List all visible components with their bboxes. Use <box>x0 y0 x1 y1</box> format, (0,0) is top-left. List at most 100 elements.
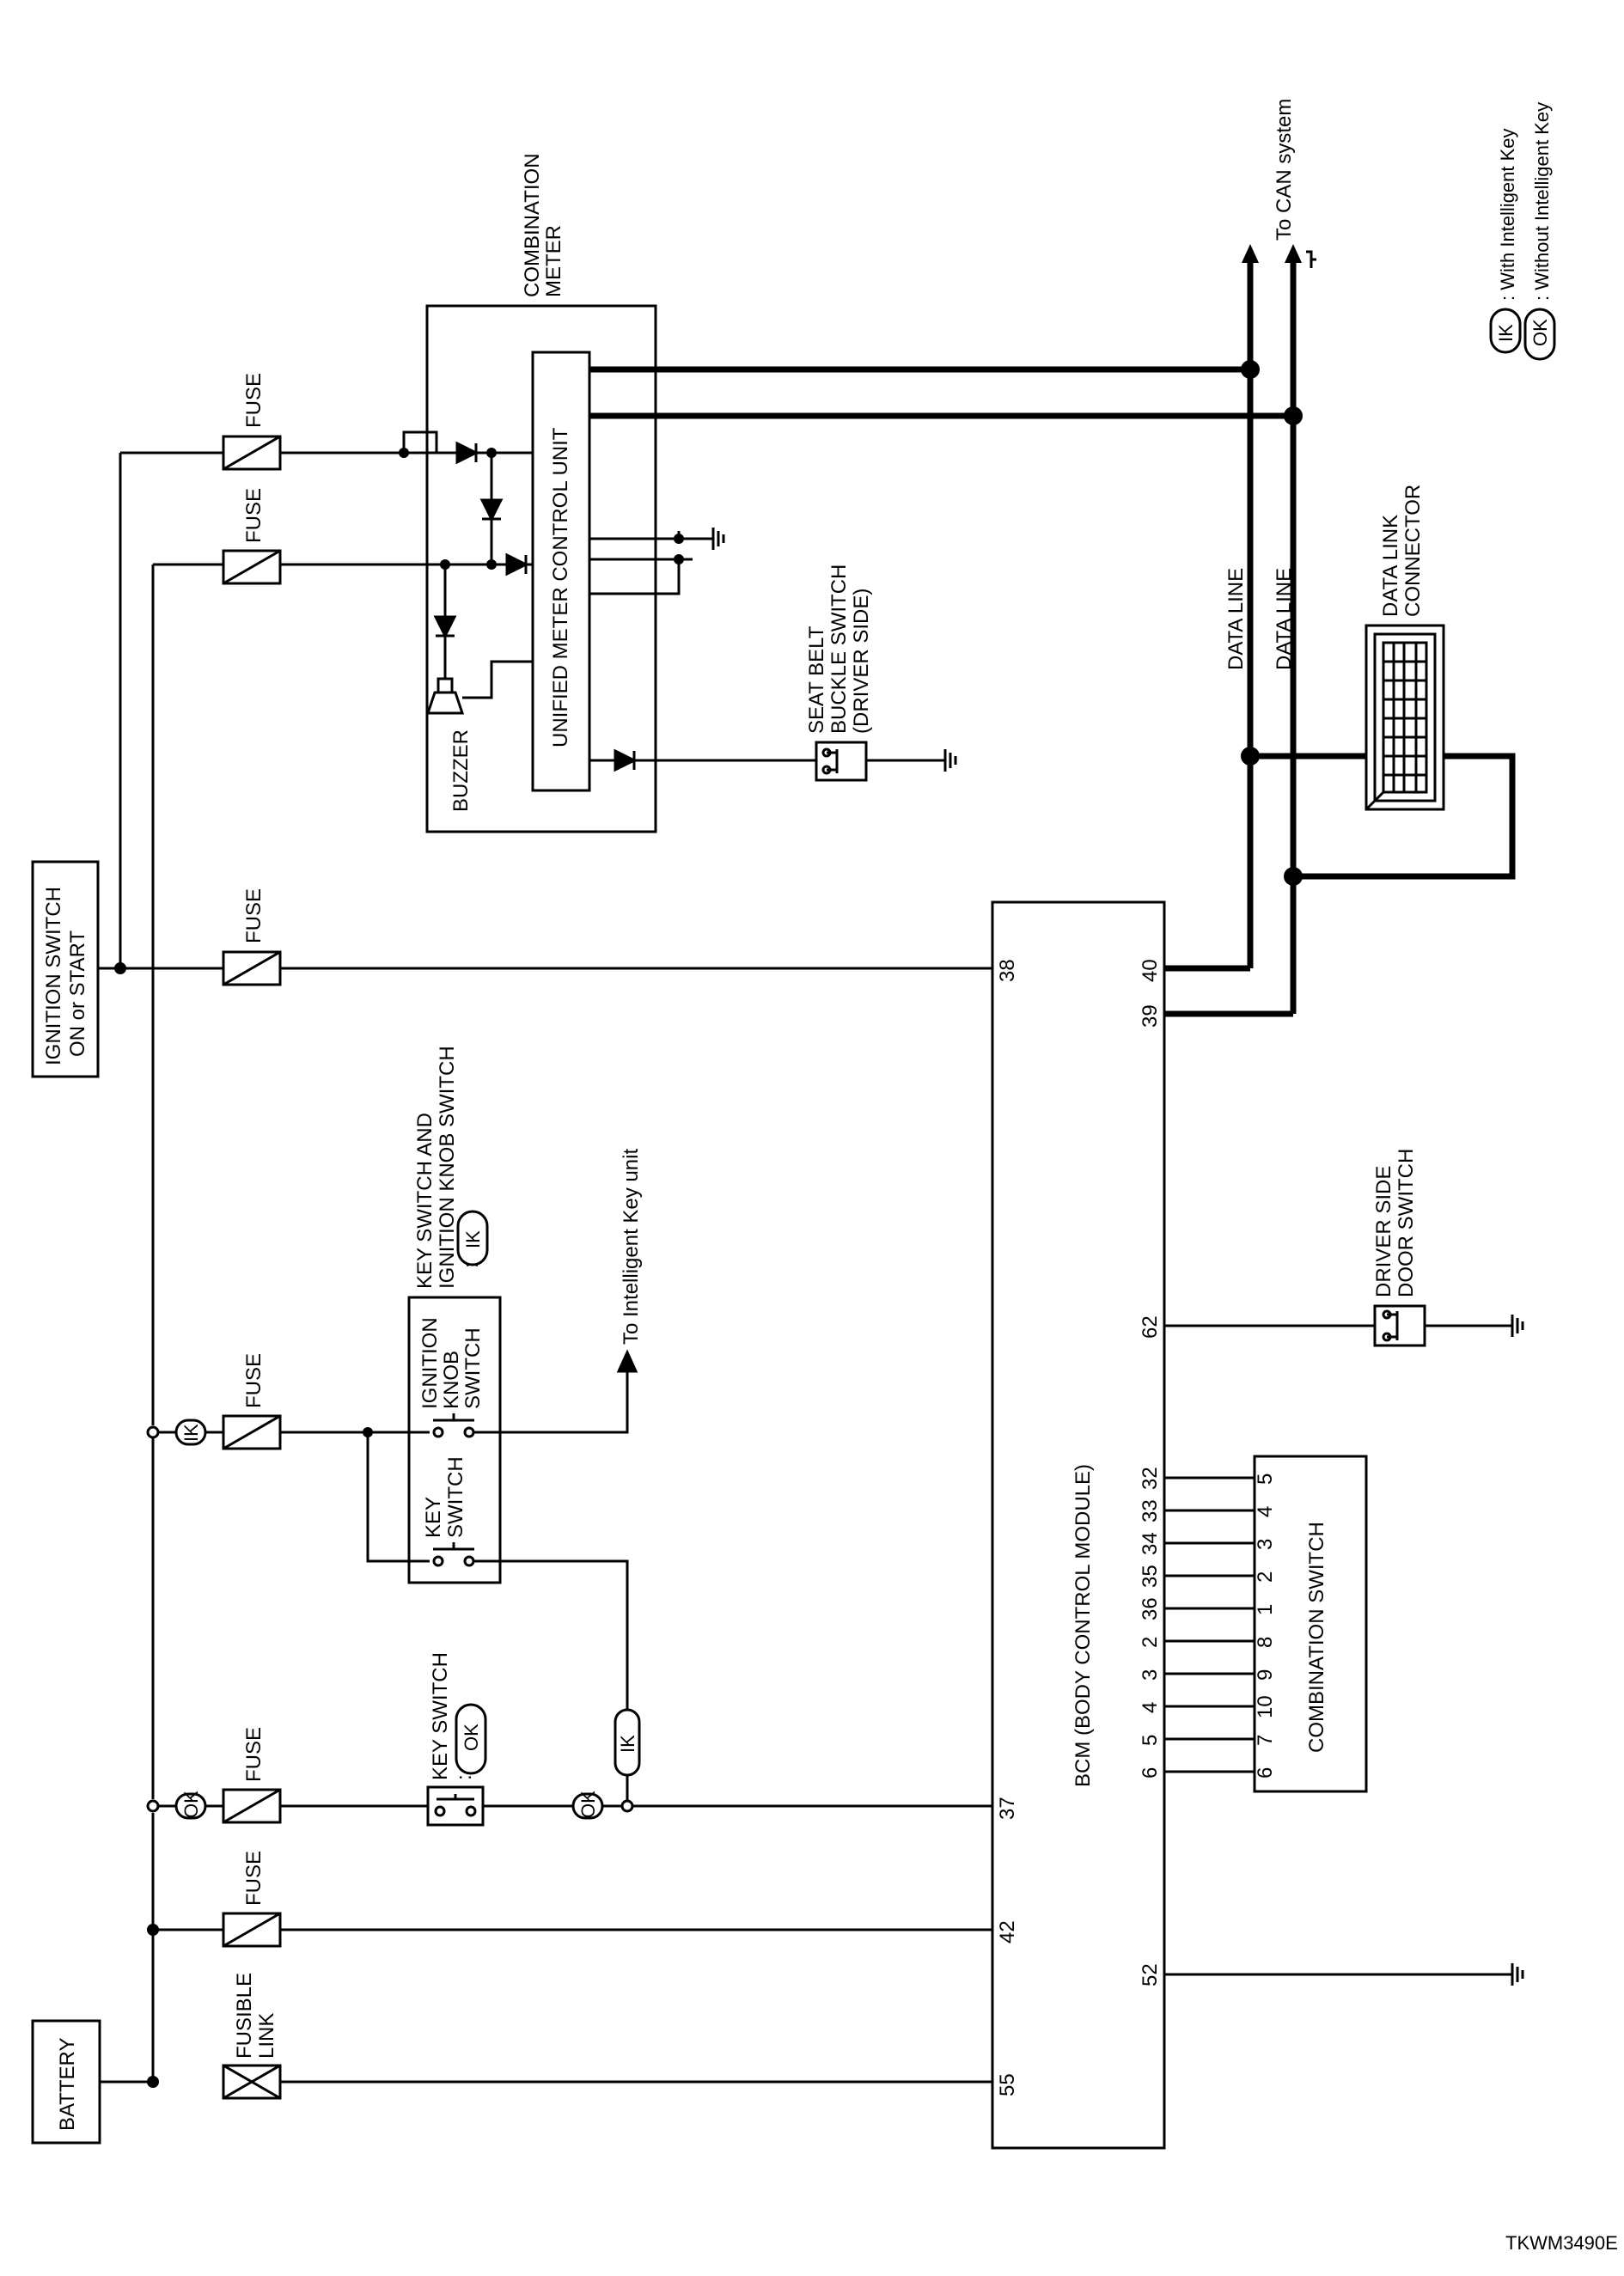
ignition-switch-box: IGNITION SWITCH ON or START <box>31 860 100 1078</box>
ground-icon-door <box>1511 1315 1524 1337</box>
bcm-pin-3: 3 <box>1139 1669 1162 1681</box>
legend-ik-text: : With Intelligent Key <box>1497 128 1518 301</box>
term-40: 40 <box>1139 959 1162 982</box>
to-intelligent-key-unit: To Intelligent Key unit <box>620 1149 643 1345</box>
data-link-label-1: DATA LINK <box>1379 515 1402 617</box>
seat-belt-label-1: SEAT BELT <box>805 625 828 734</box>
ik-badge-3: IK <box>617 1735 638 1753</box>
fuse-meter-1-label: FUSE <box>242 373 266 428</box>
battery-label: BATTERY <box>56 2038 79 2131</box>
sw-pin-7: 7 <box>1254 1735 1277 1746</box>
battery-box: BATTERY <box>31 2019 101 2145</box>
term-42: 42 <box>996 1920 1019 1943</box>
key-switch-ok-colon: : <box>453 1774 476 1780</box>
data-link-label-2: CONNECTOR <box>1401 485 1425 617</box>
term-52: 52 <box>1139 1963 1162 1986</box>
combination-switch-label: COMBINATION SWITCH <box>1305 1522 1328 1753</box>
term-55: 55 <box>996 2073 1019 2096</box>
term-37: 37 <box>996 1797 1019 1820</box>
sw-pin-8: 8 <box>1254 1637 1277 1648</box>
combination-meter-title-2: METER <box>542 225 565 297</box>
buzzer-icon <box>425 677 465 715</box>
fuse-ik-label: FUSE <box>242 1353 266 1408</box>
knob-switch-label-2: KNOB <box>440 1351 463 1409</box>
driver-door-switch: DRIVER SIDE DOOR SWITCH <box>1372 1149 1426 1347</box>
fuse-42-label: FUSE <box>242 1851 266 1906</box>
fusible-link: FUSIBLE LINK <box>222 1973 282 2100</box>
to-can-system: To CAN system <box>1273 99 1296 241</box>
ik-fuse-branch: IK FUSE <box>174 1353 282 1450</box>
ignition-switch-label-2: ON or START <box>66 931 89 1057</box>
ok-fuse-branch: OK FUSE <box>174 1727 282 1824</box>
buzzer-label: BUZZER <box>449 729 473 812</box>
ground-icon-bcm <box>1511 1963 1524 1986</box>
door-switch-label-1: DRIVER SIDE <box>1372 1166 1395 1297</box>
bcm-pin-34: 34 <box>1139 1532 1162 1555</box>
key-and-knob-switch: IGNITION KNOB SWITCH KEY SWITCH KEY SWIT… <box>407 1046 502 1584</box>
data-link-connector: DATA LINK CONNECTOR <box>1365 485 1445 811</box>
bcm-pin-32: 32 <box>1139 1467 1162 1490</box>
bcm-label: BCM (BODY CONTROL MODULE) <box>1071 1464 1095 1787</box>
data-line-label-1: DATA LINE <box>1224 568 1248 670</box>
bcm-pin-36: 36 <box>1139 1597 1162 1620</box>
key-switch-inner-1: KEY <box>422 1497 445 1538</box>
sw-pin-10: 10 <box>1254 1695 1277 1718</box>
sw-pin-5: 5 <box>1254 1474 1277 1485</box>
fuse-meter-2-label: FUSE <box>242 488 266 543</box>
fuse-meter-1: FUSE <box>222 373 282 471</box>
ok-badge-2: OK <box>461 1724 482 1751</box>
bcm-pin-33: 33 <box>1139 1499 1162 1522</box>
ignition-switch-label-1: IGNITION SWITCH <box>42 887 65 1065</box>
unified-meter-label: UNIFIED METER CONTROL UNIT <box>549 427 572 747</box>
fusible-link-label-1: FUSIBLE <box>233 1973 256 2059</box>
legend: IK : With Intelligent Key OK : Without I… <box>1489 102 1556 361</box>
key-knob-title-1: KEY SWITCH AND <box>413 1113 437 1289</box>
bcm-pin-2: 2 <box>1139 1637 1162 1648</box>
fuse-38-label: FUSE <box>242 888 266 943</box>
legend-ik-code: IK <box>1495 324 1517 342</box>
ok-badge-3: OK <box>577 1791 599 1818</box>
knob-switch-label-1: IGNITION <box>418 1317 442 1409</box>
key-knob-title-2: IGNITION KNOB SWITCH <box>436 1046 459 1289</box>
ok-badge-1: OK <box>180 1791 202 1818</box>
ik-badge-1: IK <box>180 1424 202 1442</box>
fuse-42: FUSE <box>222 1851 282 1948</box>
bcm-pin-6: 6 <box>1139 1767 1162 1779</box>
seat-belt-switch: SEAT BELT BUCKLE SWITCH (DRIVER SIDE) <box>805 564 873 782</box>
term-38: 38 <box>996 959 1019 982</box>
ik-badge-2: IK <box>462 1230 484 1248</box>
sw-pin-3: 3 <box>1254 1539 1277 1550</box>
seat-belt-label-2: BUCKLE SWITCH <box>827 564 851 734</box>
ground-icon-seatbelt <box>943 749 957 772</box>
seat-belt-label-3: (DRIVER SIDE) <box>850 589 873 734</box>
data-line-label-2: DATA LINE <box>1273 568 1296 670</box>
fuse-meter-2: FUSE <box>222 488 282 585</box>
legend-ok-text: : Without Intelligent Key <box>1531 102 1553 301</box>
legend-ok-code: OK <box>1529 319 1551 346</box>
bcm-pin-5: 5 <box>1139 1735 1162 1746</box>
term-39: 39 <box>1139 1004 1162 1028</box>
ground-icon-meter <box>711 528 725 550</box>
sw-pin-9: 9 <box>1254 1669 1277 1681</box>
term-62: 62 <box>1139 1315 1162 1339</box>
fuse-ok-label: FUSE <box>242 1727 266 1782</box>
key-switch-ok: KEY SWITCH : OK <box>426 1652 487 1827</box>
key-switch-inner-2: SWITCH <box>444 1456 467 1538</box>
key-switch-ok-label: KEY SWITCH <box>429 1652 452 1780</box>
bcm-box: BCM (BODY CONTROL MODULE) <box>991 900 1166 2150</box>
bcm-pin-35: 35 <box>1139 1565 1162 1588</box>
fusible-link-label-2: LINK <box>255 2013 278 2059</box>
knob-switch-label-3: SWITCH <box>461 1327 485 1409</box>
door-switch-label-2: DOOR SWITCH <box>1395 1149 1418 1297</box>
sw-pin-4: 4 <box>1254 1506 1277 1517</box>
sw-pin-6: 6 <box>1254 1767 1277 1779</box>
sw-pin-1: 1 <box>1254 1604 1277 1615</box>
bcm-pin-4: 4 <box>1139 1702 1162 1713</box>
fuse-38: FUSE <box>222 888 282 986</box>
combination-meter: COMBINATION METER UNIFIED METER CONTROL … <box>425 153 657 833</box>
combination-switch-wires <box>1164 1476 1255 1773</box>
figure-id: TKWM3490E <box>1505 2232 1618 2254</box>
combination-switch: COMBINATION SWITCH <box>1253 1455 1368 1793</box>
combination-meter-title-1: COMBINATION <box>521 153 544 297</box>
